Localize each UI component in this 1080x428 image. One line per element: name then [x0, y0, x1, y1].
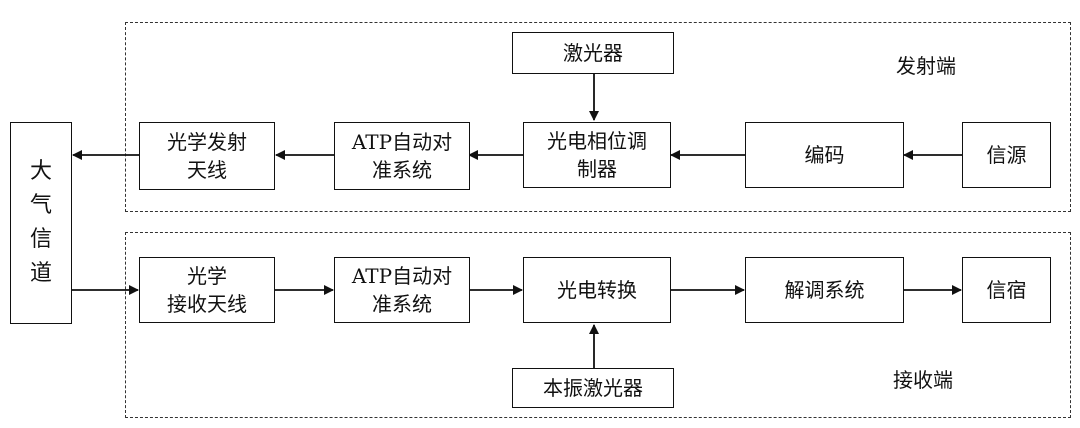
source-block: 信源: [962, 122, 1051, 188]
phase-modulator-block: 光电相位调 制器: [523, 122, 671, 188]
demodulation-block: 解调系统: [745, 257, 904, 323]
laser-block: 激光器: [512, 32, 674, 74]
encoder-block: 编码: [745, 122, 904, 188]
local-oscillator-laser-block: 本振激光器: [512, 368, 674, 408]
receive-region-label: 接收端: [893, 368, 953, 392]
atmospheric-channel-block: 大 气 信 道: [10, 122, 72, 324]
tx-atp-block: ATP自动对 准系统: [334, 122, 470, 190]
sink-block: 信宿: [962, 257, 1051, 323]
photoelectric-converter-block: 光电转换: [523, 257, 671, 323]
receive-region: [125, 232, 1071, 418]
rx-atp-block: ATP自动对 准系统: [334, 257, 470, 323]
transmit-region: [125, 22, 1071, 212]
transmit-region-label: 发射端: [896, 54, 956, 78]
rx-antenna-block: 光学 接收天线: [139, 257, 275, 323]
tx-antenna-block: 光学发射 天线: [139, 122, 275, 190]
